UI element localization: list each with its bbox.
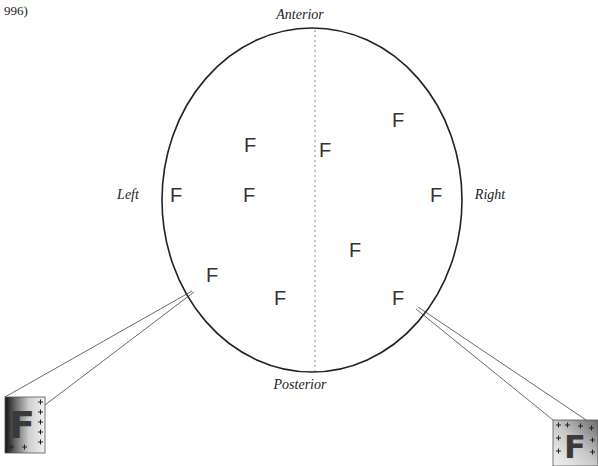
head-outline (162, 28, 462, 372)
letter-mark: F (244, 135, 256, 155)
inset-left (5, 397, 45, 453)
letter-mark: F (274, 288, 286, 308)
letter-mark: F (243, 185, 255, 205)
citation-fragment: 996) (4, 4, 28, 17)
inset-letter: F (9, 406, 35, 444)
letter-mark: F (349, 240, 361, 260)
letter-mark: F (430, 185, 442, 205)
inset-letter: F (564, 431, 586, 463)
letter-mark: F (392, 110, 404, 130)
charge-marks (9, 400, 595, 455)
letter-mark: F (392, 288, 404, 308)
leader-lines (5, 291, 598, 428)
direction-label: Posterior (274, 378, 327, 392)
direction-label: Anterior (276, 8, 323, 22)
direction-label: Left (117, 188, 139, 202)
letter-mark: F (170, 185, 182, 205)
inset-right (553, 420, 598, 466)
midline (315, 30, 316, 371)
direction-label: Right (475, 188, 505, 202)
letter-mark: F (319, 140, 331, 160)
letter-mark: F (206, 265, 218, 285)
